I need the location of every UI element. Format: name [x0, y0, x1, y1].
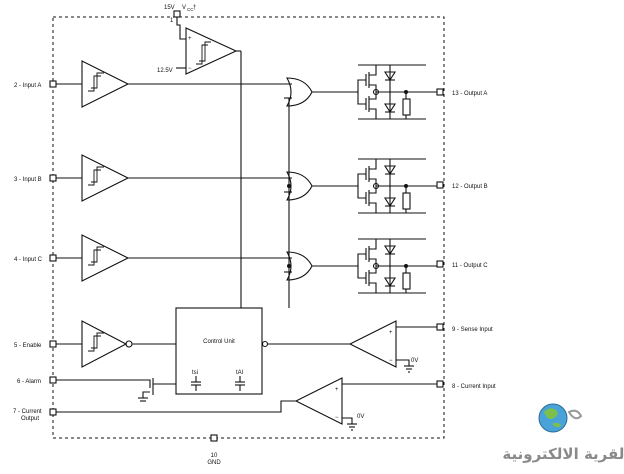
- gnd-number: 10: [211, 453, 218, 459]
- package-outline: [52, 16, 445, 439]
- gnd-label: GND: [207, 460, 221, 466]
- vcc-sub-label: CC: [187, 7, 194, 12]
- output-a-label: 13 - Output A: [452, 91, 487, 97]
- output-stage-a-diode-low: [384, 103, 396, 114]
- output-stage-c-diode-high: [384, 245, 396, 256]
- alarm-label: 6 - Alarm: [17, 379, 41, 385]
- pin-output-c: [436, 260, 444, 268]
- output-c-label: 11 - Output C: [452, 263, 488, 269]
- vcc-comparator-triangle: [185, 27, 238, 75]
- sense-input-label: 9 - Sense Input: [452, 327, 493, 333]
- cap-tsi-label: tsi: [192, 370, 198, 376]
- svg-text:+: +: [188, 36, 192, 42]
- current-output-label-2: Output: [21, 416, 39, 422]
- sense-comparator: + − 9 - Sense Input 0V: [348, 320, 493, 373]
- output-stage-c-diode-low: [384, 277, 396, 288]
- logo-text: القرية الالكترونية: [502, 445, 624, 463]
- output-pins: 13 - Output A 12 - Output B 11 - Output …: [436, 88, 488, 269]
- svg-text:−: −: [389, 358, 393, 364]
- or-gates: [284, 77, 352, 308]
- pin-current-output: [49, 408, 57, 416]
- svg-text:−: −: [188, 66, 192, 72]
- site-logo: القرية الالكترونية: [502, 403, 624, 463]
- enable-label: 5 - Enable: [14, 343, 42, 349]
- vcc-label: V: [182, 5, 186, 11]
- svg-text:−: −: [335, 415, 339, 421]
- gnd-pin-group: 10 GND: [207, 434, 221, 466]
- current-comparator: + − 8 - Current Input 0V 7 - Current Out…: [13, 377, 496, 431]
- input-b-buffer: 3 - Input B: [14, 154, 292, 202]
- zero-volt-1: 0V: [411, 358, 418, 364]
- output-stages: [352, 64, 440, 294]
- output-stage-a-resistor: [402, 98, 411, 116]
- enable-buffer: 5 - Enable: [14, 320, 176, 368]
- pin-input-b: [49, 174, 57, 182]
- vcc-dagger: †: [193, 5, 196, 11]
- pin-sense-input: [436, 323, 444, 331]
- input-a-label: 2 - Input A: [14, 83, 41, 89]
- input-c-label: 4 - Input C: [14, 257, 43, 263]
- pin-current-input: [436, 380, 444, 388]
- pin-output-a: [436, 88, 444, 96]
- current-output-label-1: 7 - Current: [13, 409, 42, 415]
- cap-tal-label: tAl: [236, 370, 243, 376]
- pin-alarm: [49, 376, 57, 384]
- zero-volt-2: 0V: [357, 414, 364, 420]
- output-stage-c-resistor: [402, 272, 411, 290]
- input-c-buffer: 4 - Input C: [14, 234, 292, 282]
- output-b-label: 12 - Output B: [452, 184, 488, 190]
- output-stage-b-resistor: [402, 192, 411, 210]
- output-stage-b-diode-high: [384, 165, 396, 176]
- control-unit: Control Unit tsi tAl: [175, 307, 350, 395]
- threshold-label: 12.5V: [157, 68, 173, 74]
- pin-gnd: [210, 434, 218, 442]
- pin-vcc: [173, 10, 181, 18]
- current-input-label: 8 - Current Input: [452, 384, 496, 390]
- svg-text:+: +: [335, 387, 339, 393]
- vcc-voltage-label: 15V: [164, 5, 175, 11]
- output-stage-b-diode-low: [384, 197, 396, 208]
- vcc-comparator: 15V V CC † 1 + − 12.5V: [157, 5, 242, 308]
- pin-enable: [49, 340, 57, 348]
- control-unit-title: Control Unit: [203, 339, 235, 345]
- input-a-buffer: 2 - Input A: [14, 60, 292, 108]
- pin-input-a: [49, 80, 57, 88]
- input-b-label: 3 - Input B: [14, 177, 42, 183]
- pin-output-b: [436, 181, 444, 189]
- or-gate-a: [286, 77, 313, 107]
- control-unit-box: [175, 307, 263, 395]
- output-stage-a-diode-high: [384, 71, 396, 82]
- vcc-pin-number: 1: [170, 18, 174, 24]
- svg-text:+: +: [389, 330, 393, 336]
- alarm-output: 6 - Alarm: [17, 376, 176, 402]
- pin-input-c: [49, 254, 57, 262]
